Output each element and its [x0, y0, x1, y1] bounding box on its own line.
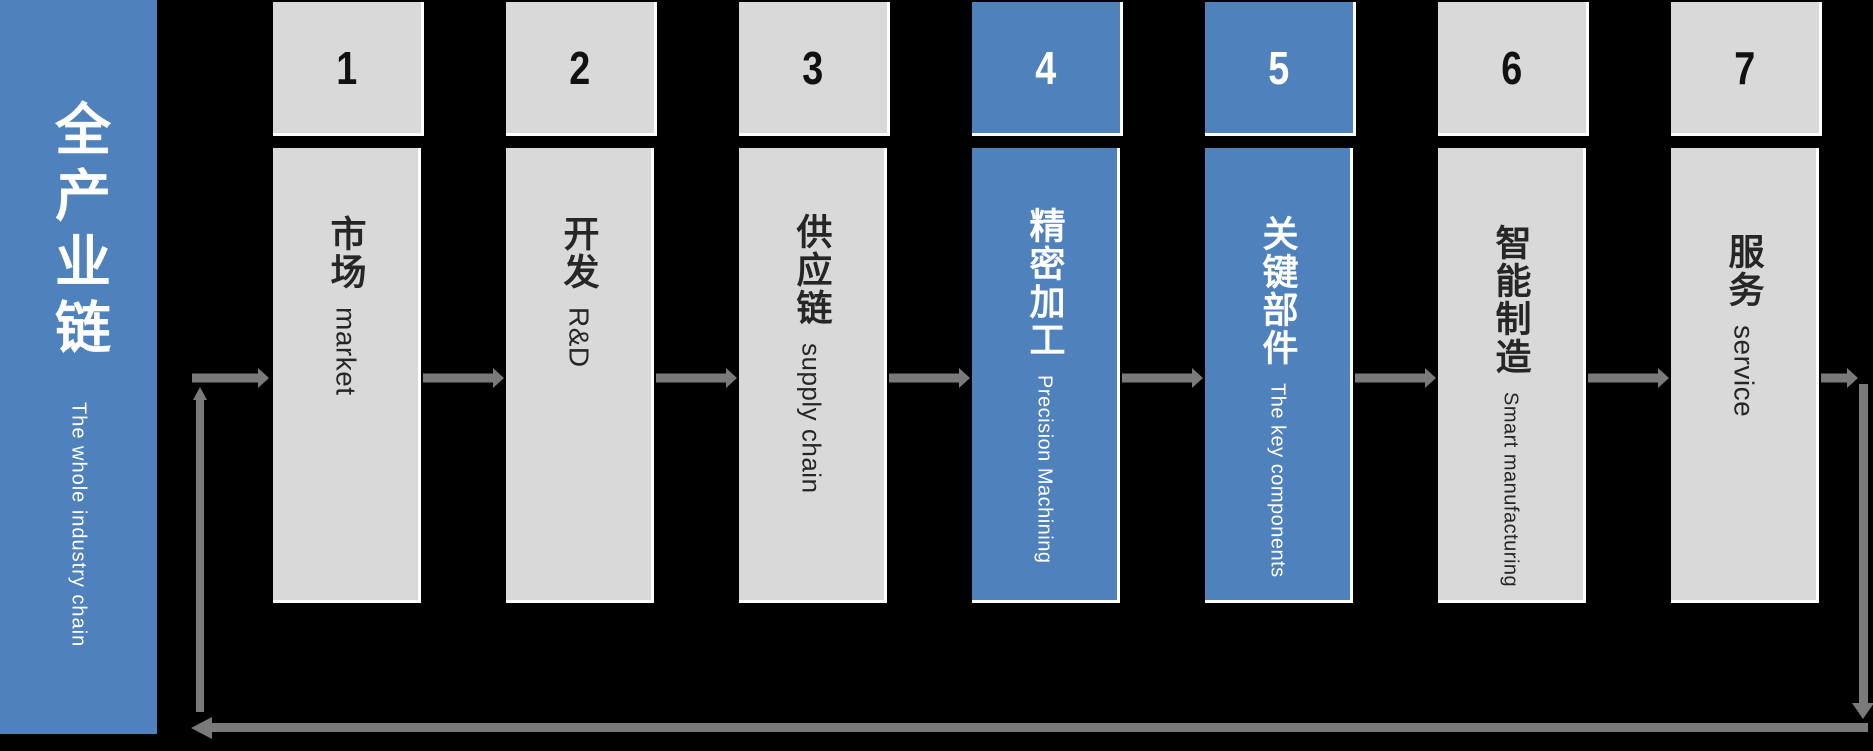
stage-number: 5 [1268, 41, 1290, 94]
stage-name-en: R&D [563, 307, 595, 368]
stage-column-6: 6 智能制造 Smart manufacturing [1438, 0, 1589, 751]
sidebar-bar: 全产业链 The whole industry chain [0, 0, 157, 734]
feedback-left-line [196, 399, 204, 712]
stage-number-box: 5 [1205, 2, 1356, 136]
stage-body-box: 精密加工 Precision Machining [972, 148, 1120, 603]
stage-column-4: 4 精密加工 Precision Machining [972, 0, 1123, 751]
arrow-1-2-head [493, 368, 504, 388]
arrow-3-4-head [959, 368, 970, 388]
arrow-1-2-shaft [423, 373, 493, 383]
stage-column-2: 2 开发 R&D [506, 0, 657, 751]
stage-column-7: 7 服务 service [1671, 0, 1822, 751]
feedback-up-arrow-head [193, 387, 207, 400]
stage-number-box: 6 [1438, 2, 1589, 136]
arrow-6-7-shaft [1588, 373, 1658, 383]
stage-name-cn: 开发 [558, 215, 600, 291]
arrow-6-7-head [1658, 368, 1669, 388]
stage-number: 3 [802, 41, 824, 94]
stage-name-cn: 供应链 [791, 213, 833, 327]
stage-number: 7 [1734, 41, 1756, 94]
stage-name-en: Precision Machining [1033, 375, 1056, 564]
stage-name-en: market [330, 307, 362, 396]
stage-name-cn: 智能制造 [1490, 224, 1532, 376]
arrow-5-6-head [1425, 368, 1436, 388]
stage-label: 市场 market [325, 215, 367, 396]
stage-column-3: 3 供应链 supply chain [739, 0, 890, 751]
arrow-2-3-head [726, 368, 737, 388]
feedback-down-arrow-head [1852, 703, 1873, 719]
stage-label: 智能制造 Smart manufacturing [1490, 224, 1532, 588]
stage-number-box: 2 [506, 2, 657, 136]
stage-name-cn: 市场 [325, 215, 367, 291]
stage-body-box: 市场 market [273, 148, 421, 603]
arrow-2-3-shaft [656, 373, 726, 383]
stage-label: 供应链 supply chain [791, 213, 833, 494]
stage-number-box: 7 [1671, 2, 1822, 136]
arrow-4-5-head [1192, 368, 1203, 388]
stage-name-cn: 服务 [1723, 233, 1765, 309]
stage-label: 精密加工 Precision Machining [1024, 207, 1066, 564]
arrow-start-shaft [192, 373, 258, 383]
stage-name-en: supply chain [796, 343, 827, 494]
arrow-4-5-shaft [1122, 373, 1192, 383]
stage-body-box: 供应链 supply chain [739, 148, 887, 603]
arrow-5-6-shaft [1355, 373, 1425, 383]
stage-number: 6 [1501, 41, 1523, 94]
stage-column-1: 1 市场 market [273, 0, 424, 751]
stage-name-en: service [1728, 325, 1760, 418]
sidebar-title-en: The whole industry chain [67, 402, 90, 648]
stage-name-en: Smart manufacturing [1499, 392, 1522, 588]
stage-label: 关键部件 The key components [1257, 215, 1299, 578]
arrow-7-exit-shaft [1821, 373, 1847, 383]
stage-label: 服务 service [1723, 233, 1765, 418]
stage-number-box: 4 [972, 2, 1123, 136]
arrow-7-exit-head [1847, 368, 1858, 388]
feedback-left-arrow-head [191, 717, 212, 739]
stage-number: 1 [336, 41, 358, 94]
stage-number-box: 1 [273, 2, 424, 136]
stage-body-box: 开发 R&D [506, 148, 654, 603]
arrow-start-head [258, 368, 269, 388]
stage-name-cn: 关键部件 [1257, 215, 1299, 367]
stage-number: 2 [569, 41, 591, 94]
stage-number: 4 [1035, 41, 1057, 94]
stage-column-5: 5 关键部件 The key components [1205, 0, 1356, 751]
sidebar-title-cn: 全产业链 [47, 100, 111, 364]
arrow-3-4-shaft [889, 373, 959, 383]
stage-name-en: The key components [1266, 383, 1289, 578]
stage-body-box: 智能制造 Smart manufacturing [1438, 148, 1586, 603]
sidebar-title: 全产业链 The whole industry chain [48, 100, 111, 648]
stage-body-box: 关键部件 The key components [1205, 148, 1353, 603]
stage-label: 开发 R&D [558, 215, 600, 368]
stage-name-cn: 精密加工 [1024, 207, 1066, 359]
stage-body-box: 服务 service [1671, 148, 1819, 603]
stage-number-box: 3 [739, 2, 890, 136]
feedback-right-line [1859, 384, 1868, 704]
